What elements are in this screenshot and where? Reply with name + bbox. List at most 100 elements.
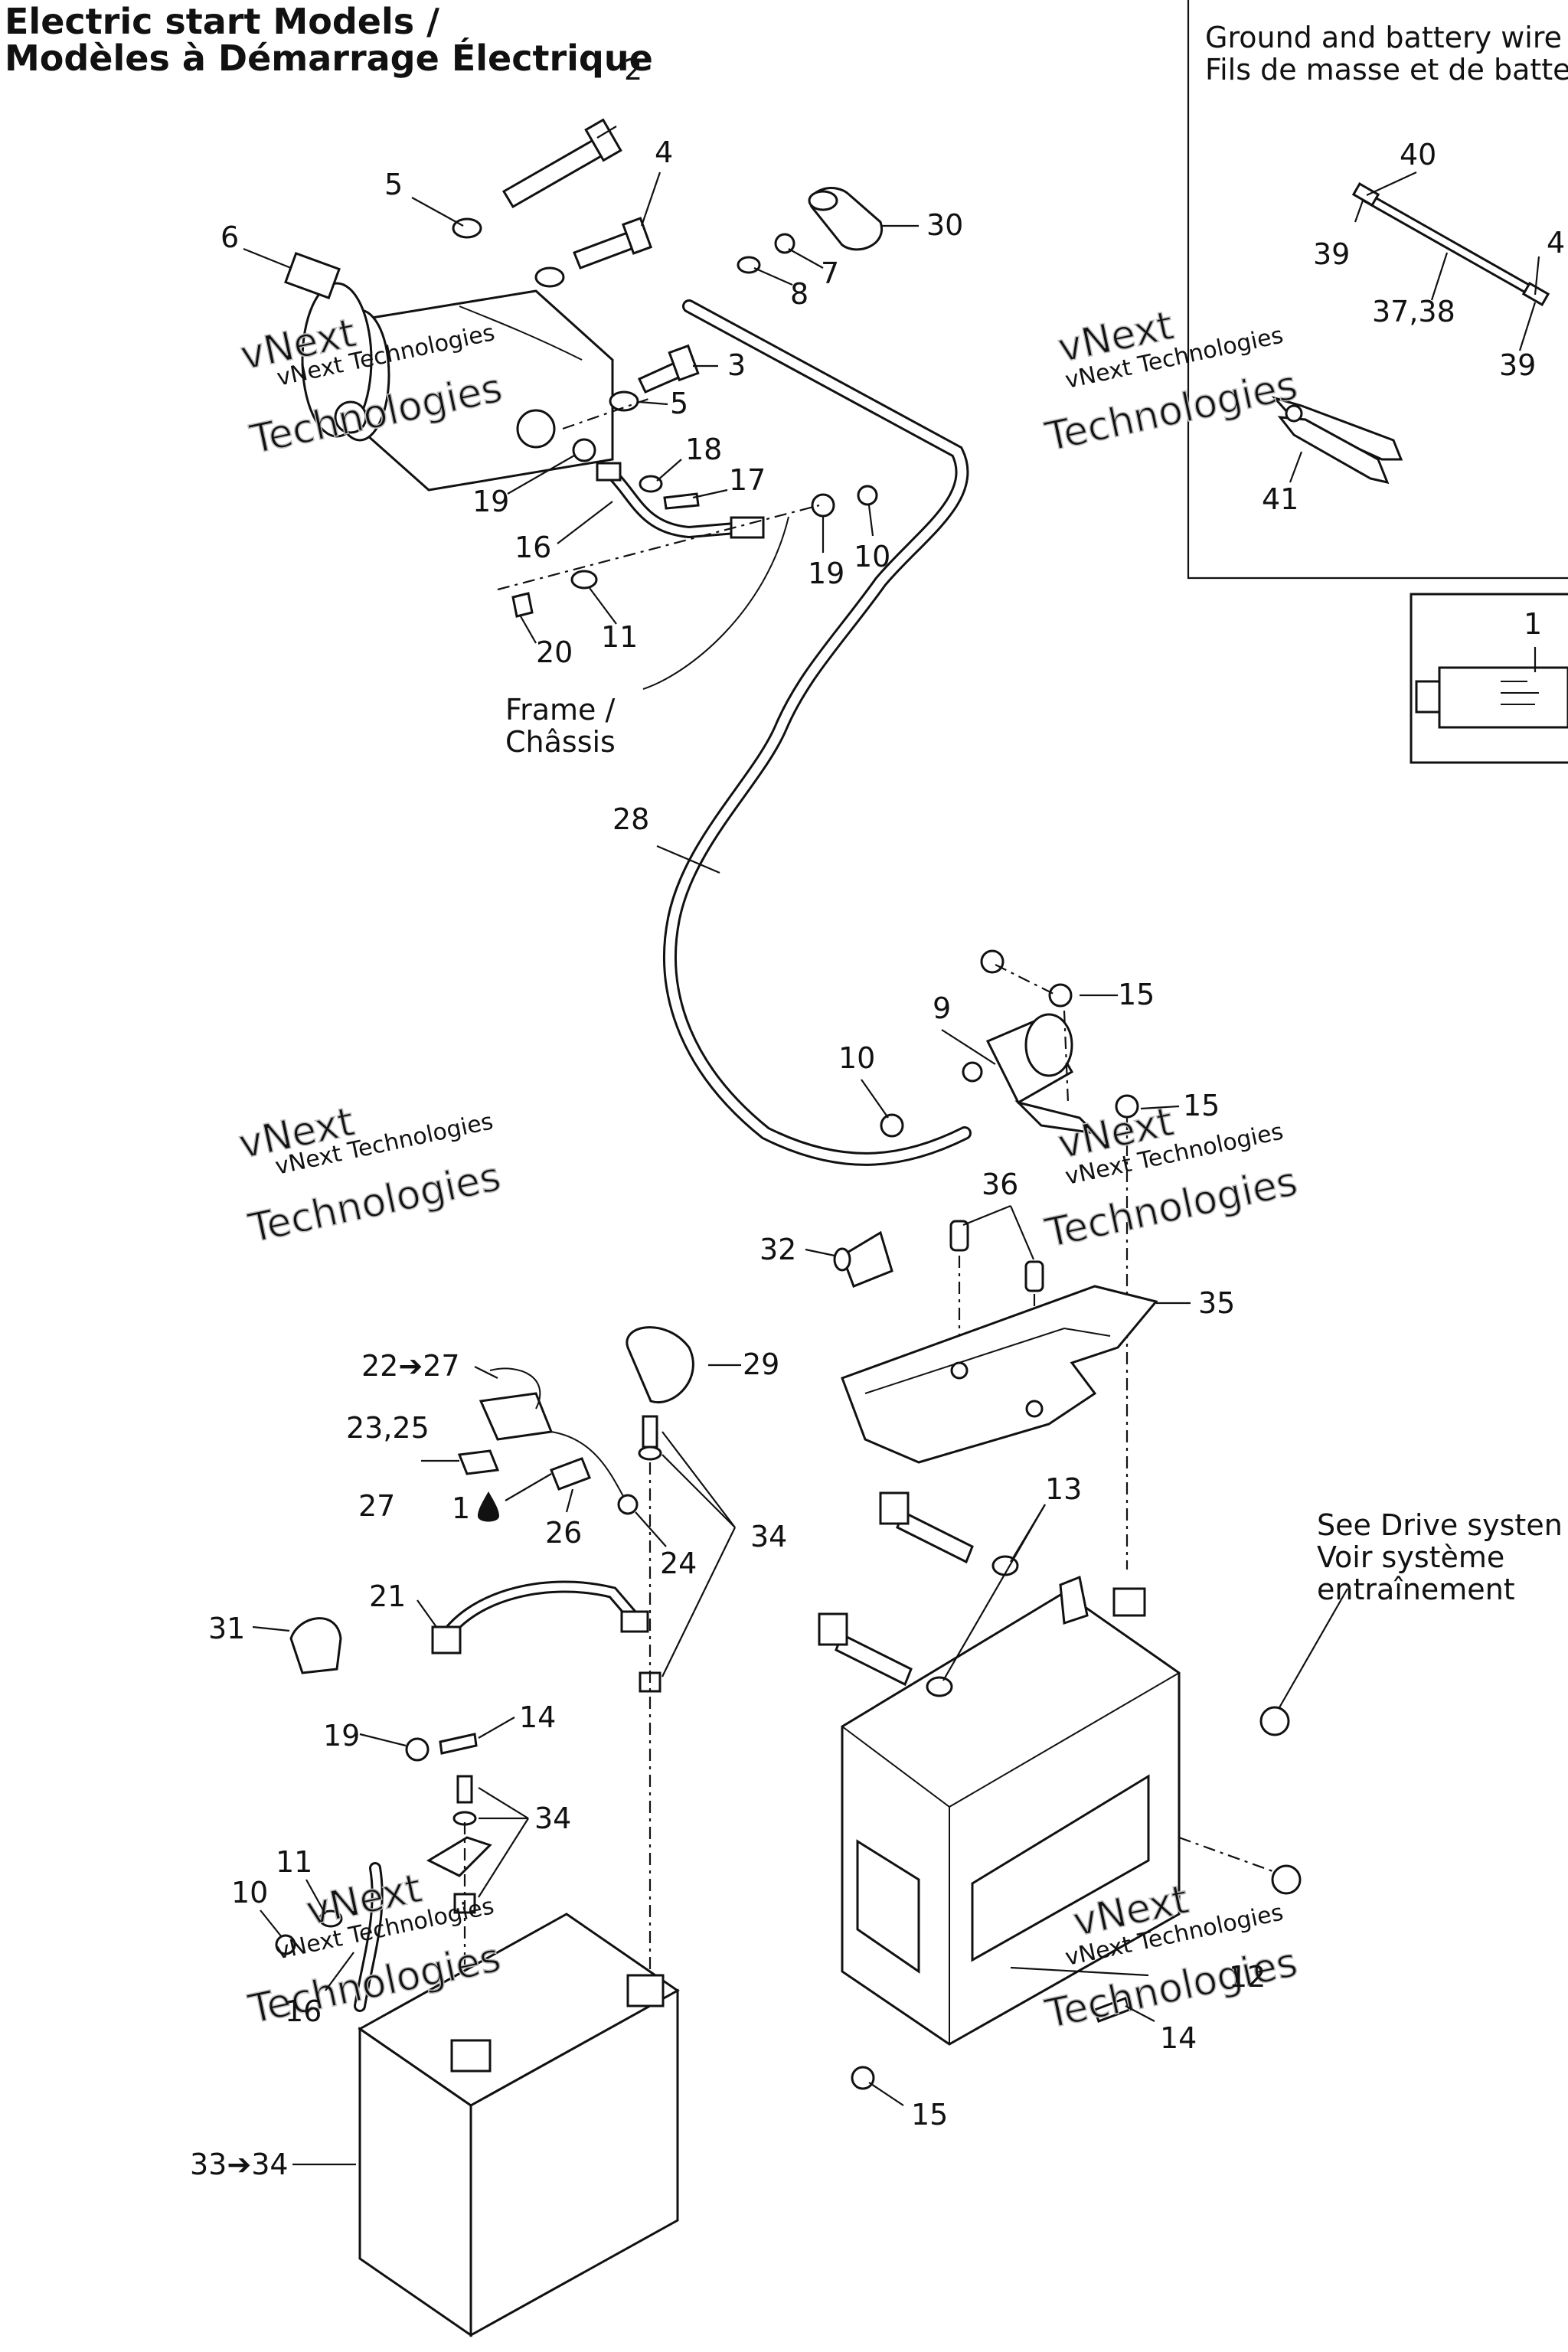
bolt-13-upper [879, 1491, 974, 1564]
bracket-35 [841, 1285, 1158, 1464]
callout-36: 36 [982, 1168, 1018, 1201]
washer-13-lower [926, 1676, 953, 1697]
callout-7: 7 [821, 256, 839, 290]
nut-10-mid [880, 1113, 904, 1138]
callout-10-lower: 10 [231, 1876, 268, 1909]
cable-21 [431, 1580, 649, 1655]
star-washer-19-upper [572, 438, 596, 462]
callout-41: 41 [1262, 482, 1298, 516]
fuse-26 [550, 1457, 591, 1491]
bolt-34-upper [642, 1415, 658, 1449]
svg-text:vNext: vNext [1054, 302, 1178, 371]
callout-22-27: 22➔27 [361, 1349, 460, 1383]
bolt-2 [501, 118, 622, 209]
bolt-13-lower [818, 1612, 913, 1687]
callout-35: 35 [1198, 1286, 1235, 1320]
callout-18: 18 [685, 433, 722, 466]
title-line-2: Modèles à Démarrage Électrique [5, 38, 653, 79]
callout-33-34: 33➔34 [190, 2148, 289, 2181]
bolt-14-lower-left [439, 1733, 478, 1755]
callout-5: 5 [384, 168, 403, 201]
callout-11-lower: 11 [276, 1845, 312, 1879]
callout-6: 6 [220, 220, 239, 254]
washer-11-upper [570, 570, 598, 590]
callout-5-side: 5 [670, 387, 688, 420]
callout-29: 29 [743, 1348, 779, 1381]
drive-note-line-3: entraînement [1317, 1573, 1515, 1606]
frame-note-line-1: Frame / [505, 693, 615, 727]
drive-note-line-2: Voir système [1317, 1540, 1504, 1574]
nut-10-upper [857, 485, 878, 506]
bolt-20 [511, 592, 534, 618]
callout-14-lower-left: 14 [519, 1700, 556, 1734]
callout-37-38: 37,38 [1372, 295, 1455, 328]
title-line-1: Electric start Models / [5, 1, 439, 42]
washer-34-upper [638, 1446, 662, 1461]
cable-16-upper [596, 462, 765, 539]
callout-4: 4 [655, 136, 673, 169]
nut-10-lower [275, 1934, 296, 1955]
callout-20: 20 [536, 635, 573, 669]
callout-16-upper: 16 [514, 531, 551, 564]
callout-19-upper: 19 [472, 485, 509, 518]
callout-13: 13 [1045, 1472, 1082, 1506]
washer-5-side [609, 390, 639, 412]
drive-system-nut-upper [1259, 1706, 1290, 1736]
bolt-3 [637, 344, 700, 394]
watermark-mid-left: vNext vNext Technologies Technologies [234, 1099, 505, 1253]
callout-15-right: 15 [1183, 1089, 1220, 1122]
spacer-36-left [949, 1220, 969, 1252]
callout-labels: 2 4 5 6 30 7 8 3 5 18 17 19 16 19 10 20 … [190, 53, 1565, 2181]
callout-1: 1 [1524, 607, 1542, 641]
watermark-mid-right: vNext vNext Technologies Technologies [1040, 1099, 1302, 1258]
callout-9: 9 [933, 991, 951, 1025]
drive-note-line-1: See Drive systen [1317, 1508, 1563, 1542]
crimping-tool-41 [1271, 396, 1403, 485]
cable-28 [663, 299, 972, 1166]
washer-8 [737, 256, 761, 274]
star-washer-19-mid [811, 493, 835, 518]
fuse-holder-22-27 [457, 1367, 639, 1515]
washer-11-lower [318, 1909, 343, 1928]
terminal-bracket [426, 1836, 492, 1877]
spacer-36-right [1024, 1260, 1044, 1292]
callout-1-fuse: 1 [452, 1491, 470, 1525]
solenoid-9 [962, 1013, 1099, 1135]
battery-33 [358, 1913, 680, 2337]
washer-18 [639, 475, 663, 493]
leader-lines [243, 126, 1540, 2166]
callout-2: 2 [624, 53, 642, 87]
nut-7 [774, 233, 795, 254]
callout-31: 31 [208, 1612, 245, 1645]
callout-11-upper: 11 [601, 620, 638, 654]
callout-30: 30 [926, 208, 963, 242]
callout-40: 40 [1400, 138, 1436, 172]
callout-21: 21 [369, 1579, 406, 1613]
callout-17: 17 [729, 463, 766, 497]
washer-5-lower [534, 266, 565, 288]
grease-tube-box [1410, 593, 1568, 764]
callout-39-right: 39 [1499, 348, 1536, 382]
boot-32 [833, 1230, 893, 1288]
callout-23-25: 23,25 [346, 1411, 430, 1445]
callout-28: 28 [612, 802, 649, 836]
nut-15-top [980, 949, 1004, 974]
callout-15-upper: 15 [1118, 978, 1155, 1011]
frame-note-line-2: Châssis [505, 725, 616, 759]
bolt-17 [663, 492, 700, 510]
callout-32: 32 [760, 1233, 796, 1266]
inset-title-line-2: Fils de masse et de batte [1205, 53, 1568, 87]
callout-39-left: 39 [1313, 237, 1350, 271]
callout-8: 8 [790, 277, 808, 311]
callout-19-mid: 19 [808, 557, 844, 590]
star-washer-19-lower [405, 1737, 430, 1762]
callout-4-inset: 4 [1547, 226, 1565, 260]
oil-drop-icon [478, 1491, 499, 1522]
cap-31 [289, 1617, 342, 1674]
callout-16-lower: 16 [285, 1994, 322, 2028]
callout-14-lower-right: 14 [1160, 2021, 1197, 2055]
ground-wire-37-38 [1351, 182, 1550, 306]
callout-27: 27 [358, 1489, 395, 1523]
boot-29 [626, 1326, 694, 1403]
callout-24: 24 [660, 1547, 697, 1580]
